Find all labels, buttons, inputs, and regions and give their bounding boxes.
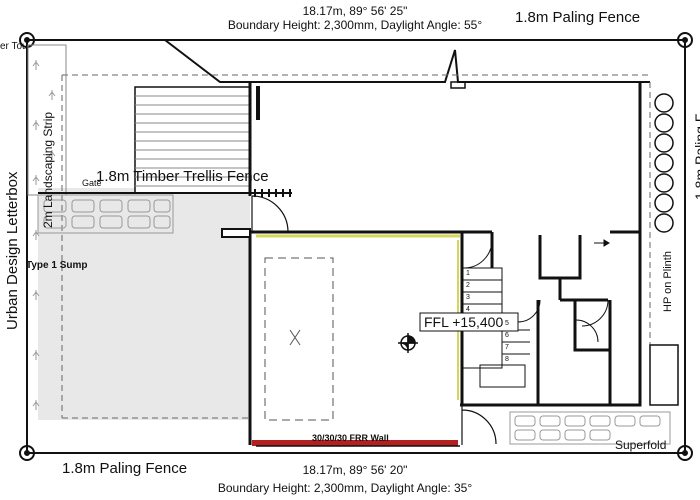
sump-label: Type 1 Sump bbox=[26, 260, 88, 271]
bottom-fence-label: 1.8m Paling Fence bbox=[62, 460, 188, 477]
gate-label: Gate bbox=[82, 178, 102, 188]
ffl-label: FFL +15,400 bbox=[424, 314, 504, 330]
site-boundary bbox=[26, 39, 686, 454]
driveway-area bbox=[38, 188, 250, 420]
landscaping-strip-label: 2m Landscaping Strip bbox=[41, 111, 55, 228]
interior-walls bbox=[490, 230, 640, 405]
interior-door-swings bbox=[463, 239, 609, 343]
setback-lines bbox=[61, 74, 650, 419]
stair-number: 5 bbox=[505, 320, 509, 327]
ffl-label-box bbox=[419, 312, 519, 332]
frr-wall-label: 30/30/30 FRR Wall bbox=[312, 433, 389, 443]
stair-number: 8 bbox=[505, 356, 509, 363]
bin-area bbox=[649, 344, 679, 406]
partial-right-fence-label: 1.8m Paling F bbox=[692, 114, 700, 200]
heat-pump-icon bbox=[654, 93, 674, 233]
bottom-pavers bbox=[509, 411, 671, 445]
level-datum-icon bbox=[398, 333, 418, 353]
top-boundary-dimension: 18.17m, 89° 56' 25" bbox=[302, 4, 408, 18]
superfold-label: Superfold bbox=[615, 438, 667, 452]
entry-door-swing bbox=[251, 195, 289, 233]
top-boundary-note: Boundary Height: 2,300mm, Daylight Angle… bbox=[227, 18, 483, 32]
bottom-boundary-dimension: 18.17m, 89° 56' 20" bbox=[302, 463, 408, 477]
trellis-fence-label: 1.8m Timber Trellis Fence bbox=[96, 168, 269, 185]
top-fence bbox=[164, 39, 650, 89]
bottom-boundary-note: Boundary Height: 2,300mm, Daylight Angle… bbox=[217, 481, 473, 495]
arrow-icon bbox=[594, 239, 610, 247]
paver-strip bbox=[37, 194, 174, 234]
boundary-marker-icon bbox=[19, 32, 693, 461]
partial-label-top-left: er Tou bbox=[0, 41, 28, 52]
stair-number: 2 bbox=[466, 282, 470, 289]
stair-number: 6 bbox=[505, 332, 509, 339]
heat-pump-label: HP on Plinth bbox=[662, 251, 674, 312]
stair-number: 1 bbox=[466, 270, 470, 277]
top-fence-label: 1.8m Paling Fence bbox=[515, 9, 641, 26]
frr-wall bbox=[252, 440, 458, 446]
planting-hatch bbox=[32, 60, 56, 410]
letterbox-label: Urban Design Letterbox bbox=[4, 171, 21, 330]
vehicle-outline bbox=[264, 257, 334, 421]
stair-number: 3 bbox=[466, 294, 470, 301]
stair-number: 4 bbox=[466, 306, 470, 313]
stair-number: 7 bbox=[505, 344, 509, 351]
